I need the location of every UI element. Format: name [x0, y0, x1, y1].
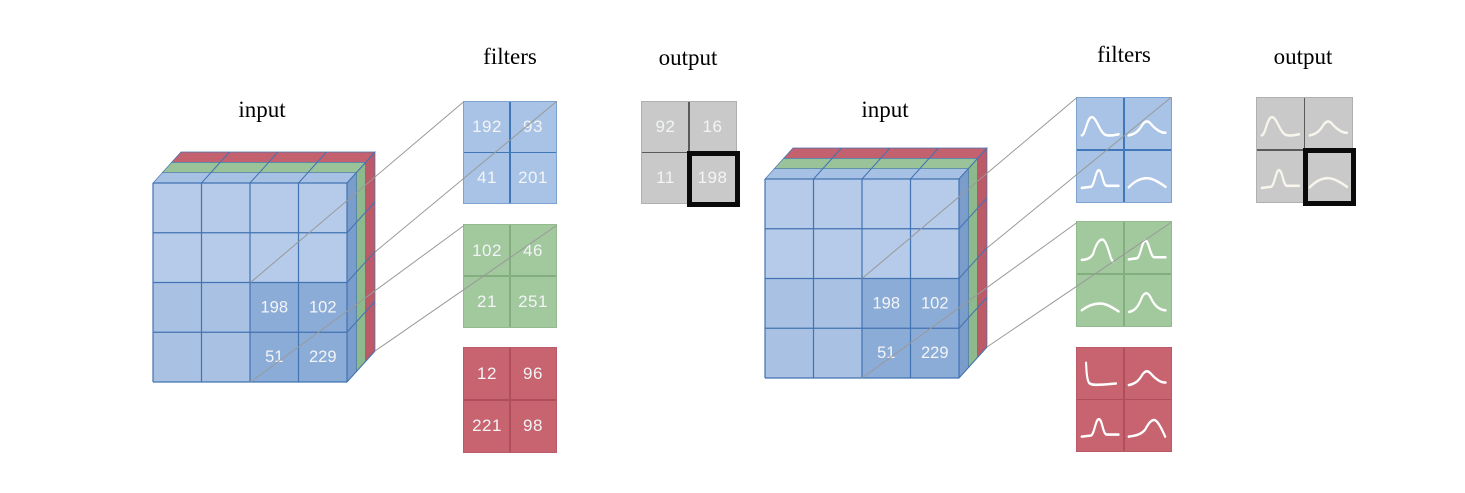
filter-value: 41 [477, 167, 497, 187]
input-patch-value: 198 [260, 298, 288, 316]
distribution-curve-icon [1127, 239, 1168, 261]
input-tensor-cube: 198 102 51 229 [764, 147, 988, 379]
input-patch-value: 229 [309, 348, 337, 366]
grid-divider [1077, 149, 1171, 151]
distribution-curve-icon [1080, 302, 1121, 313]
output-value: 11 [656, 167, 675, 187]
filter-grid-green: 102 46 21 251 [463, 224, 557, 328]
filter-grid-blue: 192 93 41 201 [463, 101, 557, 204]
filter-value: 21 [477, 291, 497, 311]
filter-value: 201 [518, 167, 548, 187]
filter-value: 102 [472, 240, 502, 260]
output-value: 198 [697, 167, 728, 187]
distribution-curve-icon [1127, 369, 1168, 387]
output-grid: 92 16 11 198 [641, 101, 740, 207]
distribution-curve-icon [1127, 120, 1168, 137]
distribution-curve-icon [1080, 168, 1121, 190]
grid-divider [464, 275, 556, 277]
distribution-curve-icon [1085, 361, 1118, 386]
input-patch-value: 102 [921, 294, 949, 312]
output-value: 16 [702, 117, 723, 137]
filter-value: 251 [518, 291, 548, 311]
input-patch-value: 51 [877, 344, 895, 362]
filter-value: 192 [472, 117, 502, 137]
grid-divider [1077, 398, 1171, 401]
distribution-curve-icon [1260, 115, 1301, 137]
distribution-curve-icon [1308, 120, 1349, 137]
filter-value: 221 [472, 416, 502, 435]
input-patch-value: 229 [921, 344, 949, 362]
output-label: output [658, 45, 718, 70]
filter-value: 93 [523, 117, 543, 137]
filter-grid-green [1076, 221, 1172, 327]
input-label: input [861, 97, 909, 122]
grid-divider [464, 151, 556, 154]
filters-label: filters [1097, 42, 1151, 67]
output-grid [1256, 97, 1356, 206]
distribution-curve-icon [1080, 115, 1121, 137]
highlight-box [687, 150, 740, 207]
distribution-curve-icon [1080, 418, 1121, 439]
grid-divider [464, 399, 556, 401]
distribution-curve-icon [1127, 419, 1167, 439]
filter-value: 96 [523, 364, 543, 383]
input-label: input [238, 97, 286, 122]
input-patch-value: 198 [872, 294, 900, 312]
filter-grid-red [1076, 347, 1172, 452]
filter-value: 98 [523, 416, 543, 435]
distribution-curve-icon [1128, 291, 1168, 314]
filter-value: 46 [523, 240, 543, 260]
input-patch-value: 51 [265, 348, 283, 366]
distribution-curve-icon [1080, 238, 1115, 263]
input-patch-value: 102 [309, 298, 337, 316]
filter-grid-blue [1076, 97, 1172, 203]
distribution-curve-icon [1308, 176, 1349, 189]
filters-label: filters [483, 44, 537, 69]
grid-divider [1077, 273, 1171, 275]
output-value: 92 [655, 117, 676, 137]
distribution-curve-icon [1127, 176, 1168, 189]
distribution-curve-icon [1260, 168, 1301, 190]
filter-grid-red: 12 96 221 98 [463, 347, 557, 453]
highlight-box [1302, 148, 1356, 206]
filter-value: 12 [477, 364, 497, 383]
input-tensor-cube: 198 102 51 229 [152, 151, 376, 383]
output-label: output [1273, 44, 1333, 69]
